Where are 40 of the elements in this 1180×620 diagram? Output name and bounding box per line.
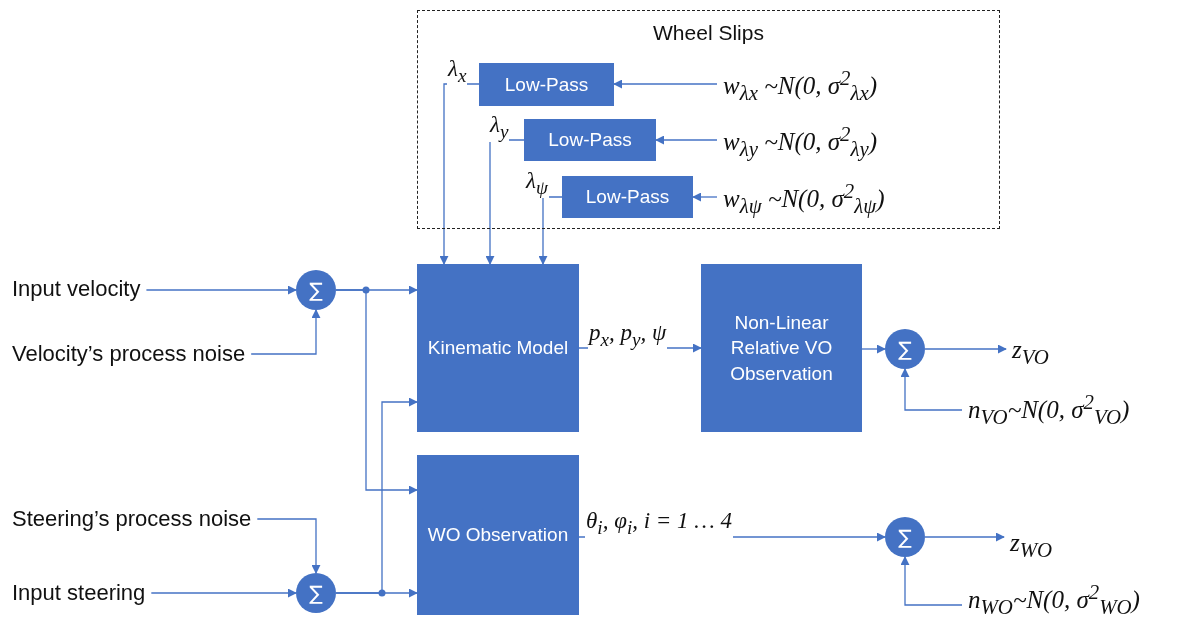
arrow	[900, 368, 963, 411]
arrow	[485, 139, 525, 265]
noise-formula: w$_{λψ}$ ~N(0, σ$^{2}$$_{λψ}$)	[723, 178, 885, 220]
signal-label: Steering’s process noise	[12, 505, 252, 533]
arrow	[250, 309, 321, 355]
summing-junction: ∑	[885, 517, 925, 557]
process-block: Low-Pass	[562, 176, 693, 218]
noise-formula: n$_{VO}$~N(0, σ$^{2}$$_{VO}$)	[968, 389, 1130, 431]
arrow	[335, 289, 418, 495]
arrow	[256, 518, 321, 574]
arrow	[335, 397, 418, 594]
process-block: Kinematic Model	[417, 264, 579, 432]
arrow	[900, 556, 963, 606]
arrow	[692, 192, 718, 202]
noise-formula: w$_{λy}$ ~N(0, σ$^{2}$$_{λy}$)	[723, 121, 878, 163]
summing-junction: ∑	[296, 573, 336, 613]
noise-formula: n$_{WO}$~N(0, σ$^{2}$$_{WO}$)	[968, 579, 1140, 620]
process-block: Low-Pass	[524, 119, 656, 161]
arrow	[924, 532, 1005, 542]
signal-label: Input steering	[12, 579, 146, 607]
noise-formula: z$_{WO}$	[1010, 527, 1053, 563]
arrow	[538, 196, 563, 265]
arrow	[861, 344, 886, 354]
noise-formula: z$_{VO}$	[1012, 334, 1049, 370]
dashed-group-box	[417, 10, 1000, 229]
arrow	[924, 344, 1007, 354]
group-title: Wheel Slips	[652, 21, 765, 45]
arrow	[145, 285, 297, 295]
process-block: Non-Linear Relative VO Observation	[701, 264, 862, 432]
signal-label: Velocity’s process noise	[12, 340, 246, 368]
process-block: Low-Pass	[479, 63, 614, 106]
arrow	[439, 83, 480, 265]
summing-junction: ∑	[296, 270, 336, 310]
process-block: WO Observation	[417, 455, 579, 615]
signal-label: Input velocity	[12, 275, 141, 303]
arrow	[655, 135, 718, 145]
noise-formula: w$_{λx}$ ~N(0, σ$^{2}$$_{λx}$)	[723, 65, 878, 107]
arrow	[613, 79, 718, 89]
arrow	[150, 588, 297, 598]
summing-junction: ∑	[885, 329, 925, 369]
